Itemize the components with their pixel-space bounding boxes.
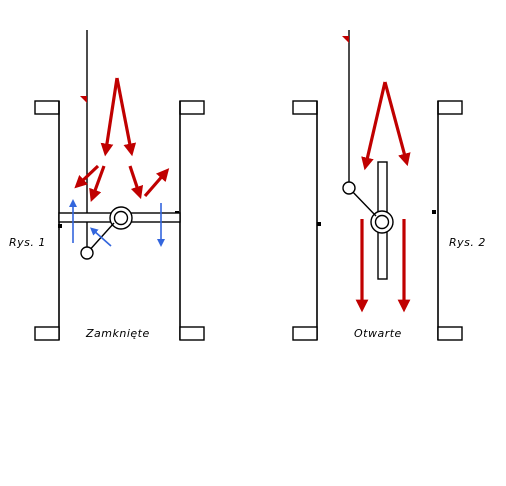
- figure-2-caption: Rys. 2: [449, 236, 486, 249]
- state-closed-label: Zamknięte: [85, 327, 150, 340]
- linkage-pivot-2: [342, 181, 356, 195]
- airflow-arrows-2: [355, 81, 411, 313]
- rod-flag-1: [80, 96, 87, 103]
- damper-blade-open: [370, 161, 394, 280]
- rod-flag-2: [342, 36, 349, 43]
- figure-1-caption: Rys. 1: [9, 236, 46, 249]
- duct-left-wall-1: [34, 100, 62, 341]
- airflow-arrows-1: [74, 77, 170, 203]
- linkage-pivot-1: [80, 246, 94, 260]
- leakage-arrows-1: [69, 199, 165, 247]
- state-open-label: Otwarte: [354, 327, 402, 340]
- figure-1-closed: Rys. 1 Zamknięte: [9, 30, 205, 341]
- damper-blade-closed: [58, 206, 181, 230]
- duct-left-wall-2: [292, 100, 321, 341]
- linkage-arm-1: [86, 222, 115, 254]
- figure-2-open: Rys. 2 Otwarte: [292, 30, 486, 341]
- duct-right-wall-2: [432, 100, 463, 341]
